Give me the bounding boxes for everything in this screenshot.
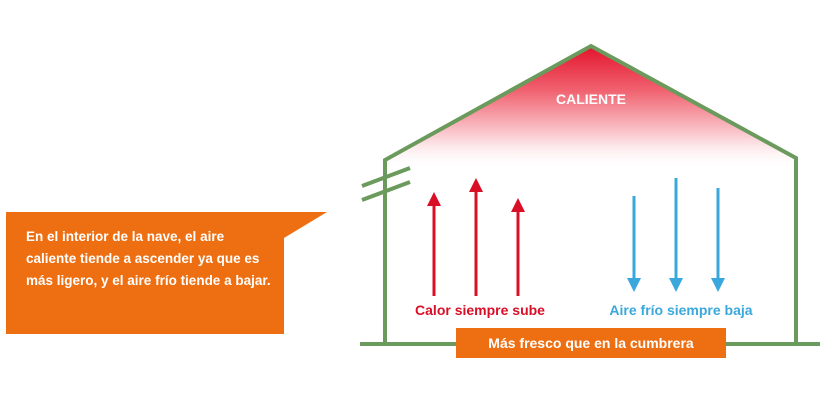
cold-arrows (627, 178, 725, 292)
vent-line-lower (361, 180, 411, 202)
hot-rises-label: Calor siempre sube (415, 302, 545, 318)
hot-arrow-left (427, 192, 441, 296)
cold-arrow-left (627, 196, 641, 292)
building-outline (383, 43, 798, 342)
hot-arrow-middle (469, 178, 483, 296)
hot-zone-label: CALIENTE (556, 91, 626, 107)
floor-banner-label: Más fresco que en la cumbrera (488, 335, 694, 351)
cold-arrow-middle (669, 178, 683, 292)
cold-sinks-label: Aire frío siempre baja (609, 302, 752, 318)
callout-text: En el interior de la nave, el aire calie… (26, 229, 271, 288)
hot-arrow-right (511, 198, 525, 296)
callout-box (6, 212, 327, 334)
cold-arrow-right (711, 188, 725, 292)
hot-arrows (427, 178, 525, 296)
vent-line-upper (361, 166, 411, 188)
heat-gradient-zone (385, 46, 796, 170)
floor-banner (456, 328, 726, 358)
